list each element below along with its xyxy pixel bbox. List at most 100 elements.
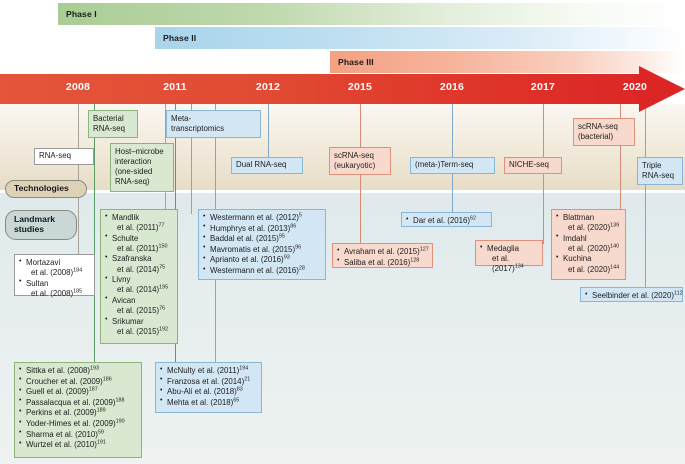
technology-label: NICHE-seq	[509, 160, 549, 170]
timeline-axis	[0, 74, 650, 104]
technology-label-line: Bacterial	[93, 114, 124, 123]
year-label-2015: 2015	[347, 81, 373, 93]
reference-list: Dar et al. (2016)62	[406, 215, 487, 226]
technology-label: scRNA-seq(bacterial)	[578, 122, 630, 142]
reference-item: Saliba et al. (2016)128	[337, 257, 428, 268]
reference-list: McNulty et al. (2011)194Franzosa et al. …	[160, 365, 257, 408]
technology-label-line: NICHE-seq	[509, 160, 549, 170]
phase-label-2: Phase II	[163, 33, 197, 43]
reference-superscript: 28	[298, 265, 305, 272]
reference-superscript: 190	[115, 418, 125, 425]
landmark-box-westermann-group: Westermann et al. (2012)5Humphrys et al.…	[198, 209, 326, 280]
reference-superscript: 75	[159, 263, 166, 270]
phase-bar-1: Phase I	[58, 3, 685, 25]
reference-year: et al. (2014)75	[117, 263, 166, 274]
phase-label-1: Phase I	[66, 9, 97, 19]
reference-item: Seelbinder et al. (2020)112	[585, 290, 683, 301]
reference-year: et al. (2017)134	[492, 254, 524, 274]
reference-superscript: 76	[159, 305, 166, 312]
timeline-arrowhead	[639, 66, 685, 112]
year-label-2017: 2017	[530, 81, 556, 93]
connector-line	[191, 104, 192, 214]
year-label-2020: 2020	[622, 81, 648, 93]
reference-superscript: 5	[298, 212, 302, 219]
reference-superscript: 112	[674, 290, 683, 297]
reference-superscript: 193	[90, 365, 100, 372]
reference-superscript: 134	[514, 263, 524, 270]
technology-label-line: RNA-seq	[39, 151, 72, 161]
reference-superscript: 139	[610, 222, 620, 229]
reference-list: Westermann et al. (2012)5Humphrys et al.…	[203, 212, 321, 276]
reference-superscript: 191	[96, 439, 106, 446]
technology-box-niche-seq: NICHE-seq	[504, 157, 562, 174]
technology-box-scrna-seq-eukaryotic: scRNA-seq(eukaryotic)	[329, 147, 391, 175]
reference-superscript: 188	[115, 397, 125, 404]
row-label-technologies-text: Technologies	[14, 183, 69, 194]
reference-year: et al. (2008)184	[31, 267, 83, 278]
connector-line	[543, 104, 544, 244]
technology-box-meta-term-seq: (meta-)Term-seq	[410, 157, 495, 174]
reference-item: Passalacqua et al. (2009)188	[19, 397, 137, 408]
reference-item: Dar et al. (2016)62	[406, 215, 487, 226]
reference-superscript: 96	[295, 244, 302, 251]
reference-superscript: 189	[96, 407, 106, 414]
technology-label-line: Host–microbe	[115, 147, 164, 156]
technology-label-line: Triple	[642, 161, 662, 170]
reference-year: et al. (2015)76	[117, 305, 166, 315]
connector-line	[268, 104, 269, 164]
reference-item: McNulty et al. (2011)194	[160, 365, 257, 376]
reference-list: Seelbinder et al. (2020)112	[585, 290, 683, 301]
reference-superscript: 83	[236, 386, 243, 393]
reference-year: et al. (2015)192	[117, 326, 169, 336]
reference-superscript: 59	[97, 429, 104, 436]
reference-list: Avraham et al. (2015)127Saliba et al. (2…	[337, 246, 429, 268]
year-label-2012: 2012	[255, 81, 281, 93]
technology-label-line: Meta-	[171, 114, 192, 123]
row-label-landmark-studies-text: Landmark studies	[14, 214, 56, 234]
reference-item: Westermann et al. (2016)28	[203, 266, 321, 276]
technology-label: RNA-seq	[39, 151, 71, 161]
technology-label-line: (one-sided	[115, 167, 153, 177]
reference-superscript: 21	[244, 375, 251, 382]
reference-item: Perkins et al. (2009)189	[19, 408, 137, 418]
year-label-2008: 2008	[65, 81, 91, 93]
technology-label-line: (eukaryotic)	[334, 161, 376, 171]
technology-label-line: transcriptomics	[171, 124, 225, 134]
year-label-2011: 2011	[163, 81, 187, 93]
year-label-2016: 2016	[439, 81, 465, 93]
technology-label-line: RNA-seq)	[115, 177, 150, 187]
reference-superscript: 186	[102, 375, 112, 382]
technology-label: Meta-transcriptomics	[171, 114, 256, 134]
reference-item: Westermann et al. (2012)5	[203, 212, 321, 223]
connector-line	[94, 104, 95, 369]
reference-year: et al. (2011)77	[117, 222, 165, 233]
technology-label-line: (meta-)Term-seq	[415, 160, 474, 170]
landmark-box-avraham-saliba: Avraham et al. (2015)127Saliba et al. (2…	[332, 243, 433, 268]
landmark-box-dar: Dar et al. (2016)62	[401, 212, 492, 227]
technology-label-line: RNA-seq	[642, 171, 675, 181]
technology-label: scRNA-seq(eukaryotic)	[334, 151, 386, 171]
landmark-box-sittka-group: Sittka et al. (2008)193Croucher et al. (…	[14, 362, 142, 458]
reference-year: et al. (2008)185	[31, 288, 83, 298]
reference-superscript: 144	[610, 263, 620, 270]
reference-superscript: 184	[73, 267, 83, 274]
reference-item: Sharma et al. (2010)59	[19, 429, 137, 440]
reference-item: Wurtzel et al. (2010)191	[19, 440, 137, 450]
reference-item: Yoder-Himes et al. (2009)190	[19, 419, 137, 429]
reference-superscript: 150	[158, 243, 168, 250]
